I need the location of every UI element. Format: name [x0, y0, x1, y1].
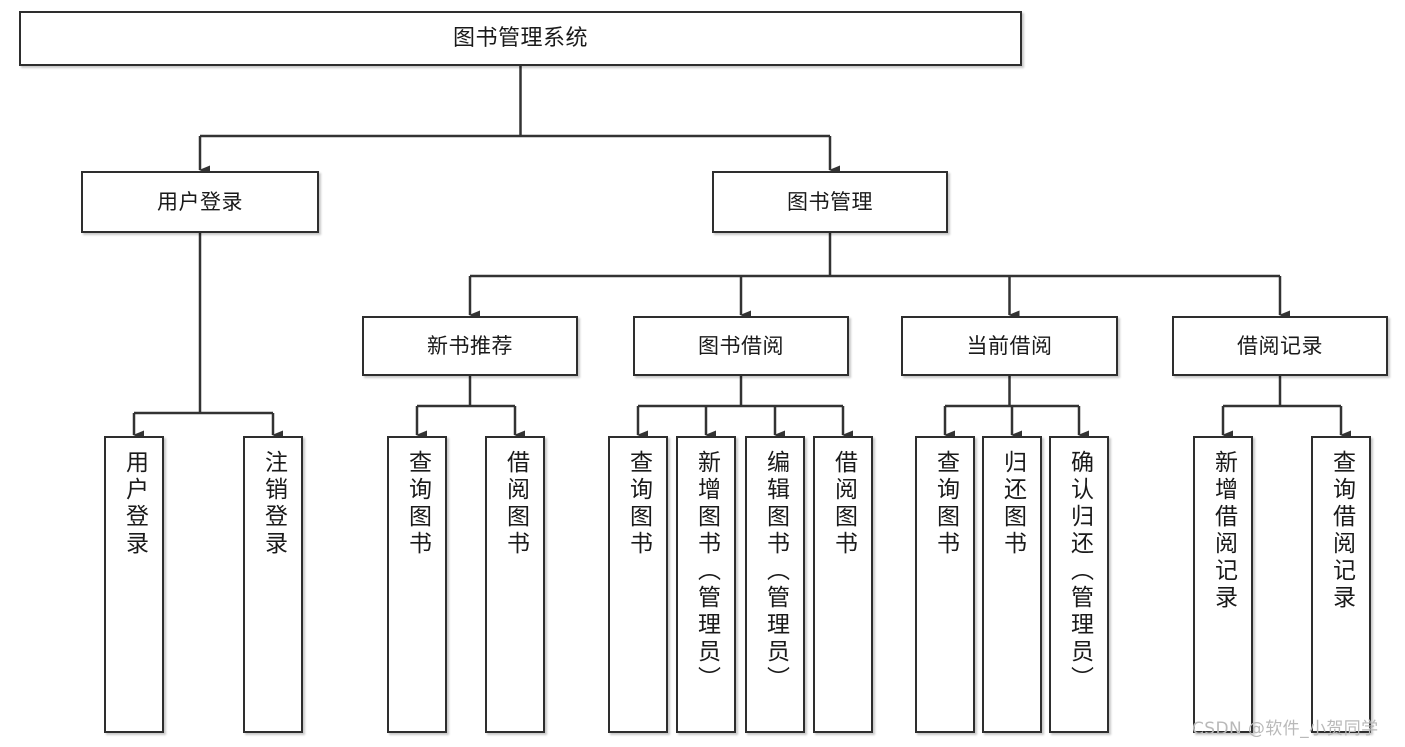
node-label: 注销登录: [260, 450, 287, 558]
edge-group: [132, 66, 1351, 440]
node-l12[interactable]: 新增借阅记录: [1193, 436, 1253, 733]
node-label: 编辑图书（管理员）: [762, 450, 789, 693]
node-label: 查询图书: [404, 450, 431, 558]
node-label: 用户登录: [121, 450, 148, 558]
node-label: 确认归还（管理员）: [1066, 450, 1093, 693]
node-label: 新增借阅记录: [1210, 450, 1237, 612]
node-login[interactable]: 用户登录: [81, 171, 319, 233]
node-label: 借阅图书: [830, 450, 857, 558]
csdn-watermark: CSDN @软件_小贺同学: [1192, 719, 1379, 739]
node-label: 新书推荐: [427, 333, 513, 358]
node-label: 查询图书: [625, 450, 652, 558]
node-label: 图书管理系统: [452, 25, 588, 51]
node-label: 图书管理: [787, 189, 873, 214]
node-l5[interactable]: 查询图书: [608, 436, 668, 733]
node-label: 查询借阅记录: [1328, 450, 1355, 612]
node-l13[interactable]: 查询借阅记录: [1311, 436, 1371, 733]
node-l4[interactable]: 借阅图书: [485, 436, 545, 733]
node-label: 图书借阅: [698, 333, 784, 358]
node-label: 当前借阅: [966, 333, 1053, 358]
node-bookmgmt[interactable]: 图书管理: [712, 171, 948, 233]
node-records[interactable]: 借阅记录: [1172, 316, 1388, 376]
node-l7[interactable]: 编辑图书（管理员）: [745, 436, 805, 733]
node-l10[interactable]: 归还图书: [982, 436, 1042, 733]
node-l6[interactable]: 新增图书（管理员）: [676, 436, 736, 733]
node-newbook[interactable]: 新书推荐: [362, 316, 578, 376]
node-borrow[interactable]: 图书借阅: [633, 316, 849, 376]
node-l8[interactable]: 借阅图书: [813, 436, 873, 733]
node-current[interactable]: 当前借阅: [901, 316, 1118, 376]
node-label: 查询图书: [932, 450, 959, 558]
node-l11[interactable]: 确认归还（管理员）: [1049, 436, 1109, 733]
node-l9[interactable]: 查询图书: [915, 436, 975, 733]
node-l3[interactable]: 查询图书: [387, 436, 447, 733]
node-l2[interactable]: 注销登录: [243, 436, 303, 733]
node-label: 借阅记录: [1237, 333, 1323, 358]
node-label: 新增图书（管理员）: [693, 450, 720, 693]
node-label: 用户登录: [157, 189, 243, 214]
node-label: 归还图书: [999, 450, 1026, 558]
node-l1[interactable]: 用户登录: [104, 436, 164, 733]
node-root[interactable]: 图书管理系统: [19, 11, 1022, 66]
node-label: 借阅图书: [502, 450, 529, 558]
